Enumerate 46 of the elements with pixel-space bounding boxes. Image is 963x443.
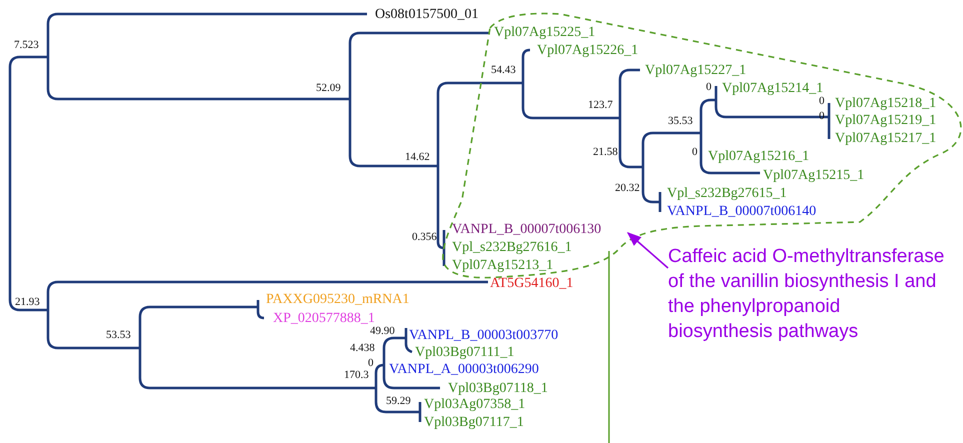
taxon-label: Vpl03Bg07117_1 (424, 414, 524, 430)
taxon-label: XP_020577888_1 (273, 310, 375, 326)
branch-support-value: 53.53 (106, 329, 131, 341)
branch-support-value: 4.438 (350, 342, 375, 354)
branch-support-value: 14.62 (405, 151, 430, 163)
branch-support-value: 7.523 (14, 39, 39, 51)
branch-support-value: 54.43 (491, 64, 516, 76)
annotation-text: Caffeic acid O-methyltransferase of the vanillin biosynthesis I and the phenylpropanoid biosynthesis pathways (668, 244, 948, 344)
branch-support-value: 59.29 (386, 395, 411, 407)
branch-support-value: 20.32 (615, 182, 640, 194)
taxon-label: Vpl07Ag15214_1 (722, 80, 824, 96)
branch-support-value: 21.93 (15, 296, 40, 308)
branch-support-value: 21.58 (593, 146, 618, 158)
taxon-label: Vpl_s232Bg27616_1 (452, 240, 572, 254)
branch-support-value: 52.09 (316, 82, 341, 94)
branch-support-value: 49.90 (370, 325, 395, 337)
taxon-label: Vpl07Ag15218_1 (835, 96, 936, 110)
branch-support-value: 0 (692, 146, 698, 158)
taxon-label: Vpl03Bg07111_1 (415, 344, 514, 360)
taxon-label: Vpl07Ag15225_1 (494, 24, 596, 40)
taxon-label: Vpl03Bg07118_1 (448, 380, 548, 396)
taxon-label: PAXXG095230_mRNA1 (266, 292, 410, 306)
branch-support-value: 0.356 (412, 231, 437, 243)
taxon-label: Vpl07Ag15215_1 (763, 168, 864, 182)
taxon-label: VANPL_B_00007t006130 (452, 222, 602, 236)
taxon-label: Vpl07Ag15217_1 (835, 130, 936, 146)
taxon-label: Vpl07Ag15226_1 (537, 42, 638, 58)
branch-support-value: 123.7 (588, 99, 613, 111)
branch-support-value: 0 (819, 110, 824, 122)
taxon-label: VANPL_B_00003t003770 (409, 328, 558, 342)
taxon-label: Vpl07Ag15216_1 (708, 148, 810, 164)
taxon-label: VANPL_A_00003t006290 (389, 362, 539, 376)
taxon-label: Vpl07Ag15213_1 (452, 258, 554, 272)
taxon-label: Vpl03Ag07358_1 (424, 396, 526, 412)
taxon-label: Os08t0157500_01 (375, 6, 478, 22)
taxon-label: Vpl_s232Bg27615_1 (667, 186, 787, 200)
taxon-label: Vpl07Ag15219_1 (835, 112, 936, 128)
branch-support-value: 0 (706, 81, 712, 93)
taxon-label: AT5G54160_1 (490, 276, 574, 290)
branch-support-value: 35.53 (668, 115, 693, 127)
taxon-label: VANPL_B_00007t006140 (667, 204, 816, 218)
branch-support-value: 0 (368, 357, 374, 369)
branch-support-value: 170.3 (344, 369, 369, 381)
arrow (626, 232, 669, 269)
taxon-label: Vpl07Ag15227_1 (645, 62, 746, 78)
branch-support-value: 0 (819, 95, 824, 107)
